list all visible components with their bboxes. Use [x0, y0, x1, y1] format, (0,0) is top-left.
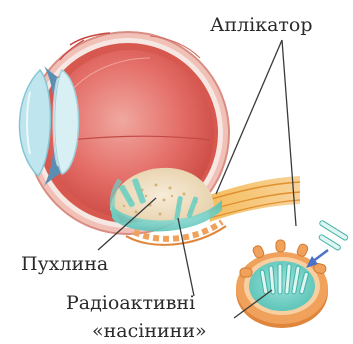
label-tumor: Пухлина	[21, 255, 108, 274]
loose-seed	[318, 220, 348, 251]
label-seeds: «насінини»	[92, 322, 207, 341]
label-applicator: Аплікатор	[210, 16, 313, 35]
label-radioactive: Радіоактивні	[66, 294, 195, 313]
leader-seeds-eye	[178, 218, 194, 296]
applicator-detached	[236, 220, 349, 328]
